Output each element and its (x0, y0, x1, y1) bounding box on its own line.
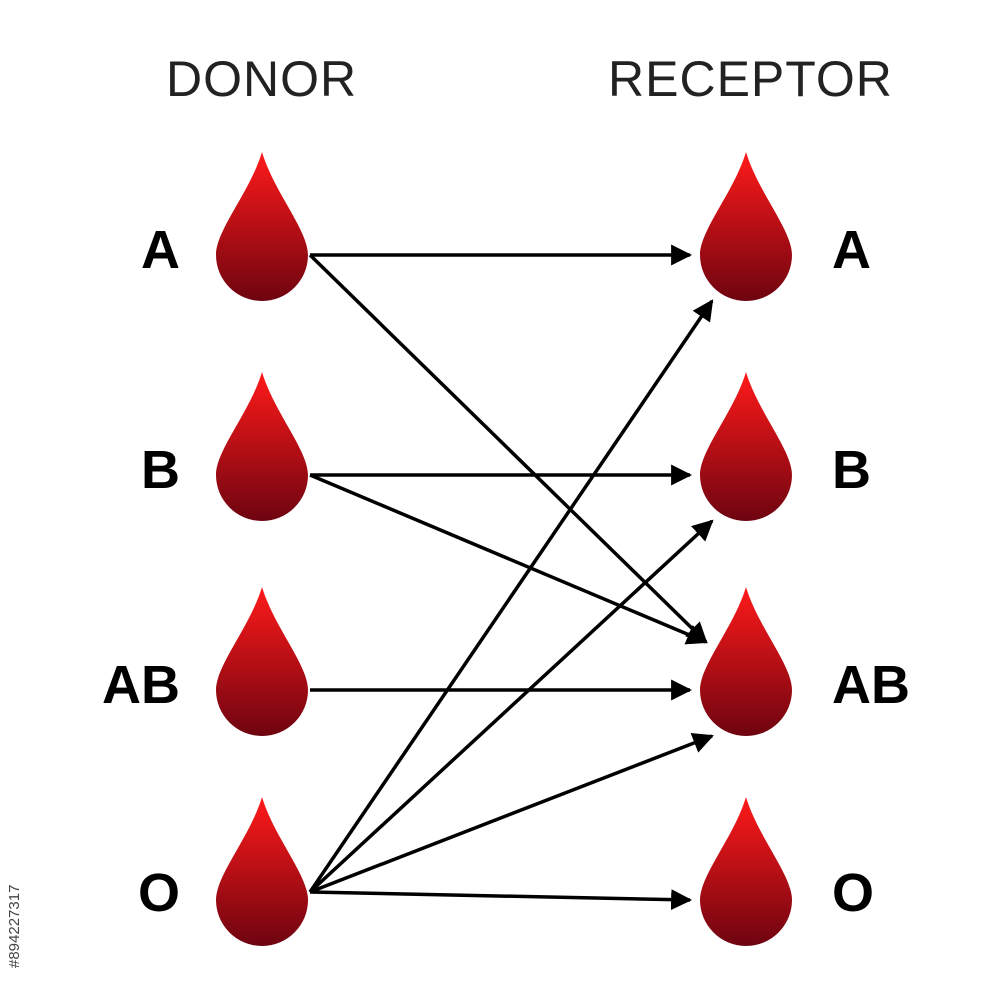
arrow-a-to-ab (308, 253, 708, 644)
receptor-drop-o-icon (700, 797, 792, 946)
receptor-drop-b-icon (700, 372, 792, 521)
receptor-drop-ab-icon (700, 587, 792, 736)
arrows-layer (308, 244, 714, 911)
receptor-drop-a-icon (700, 152, 792, 301)
receptor-label-ab: AB (832, 655, 910, 715)
donor-label-o: O (137, 863, 180, 923)
donor-label-a: A (141, 220, 180, 280)
arrow-o-to-o (309, 889, 693, 911)
watermark-id: #894227317 (6, 884, 23, 968)
donor-label-b: B (141, 440, 180, 500)
receptor-label-a: A (832, 220, 871, 280)
donor-column-title: DONOR (166, 51, 358, 107)
donor-drop-ab-icon (216, 587, 308, 736)
donor-drop-b-icon (216, 372, 308, 521)
arrow-o-to-ab (309, 733, 714, 894)
drops-layer (216, 152, 792, 946)
receptor-column-title: RECEPTOR (608, 51, 893, 107)
arrow-o-to-a (308, 299, 714, 893)
donor-drop-a-icon (216, 152, 308, 301)
receptor-label-o: O (832, 863, 875, 923)
donor-drop-o-icon (216, 797, 308, 946)
arrow-b-to-ab (309, 473, 708, 645)
receptor-label-b: B (832, 440, 871, 500)
donor-label-ab: AB (102, 655, 180, 715)
arrow-o-to-b (308, 519, 714, 894)
